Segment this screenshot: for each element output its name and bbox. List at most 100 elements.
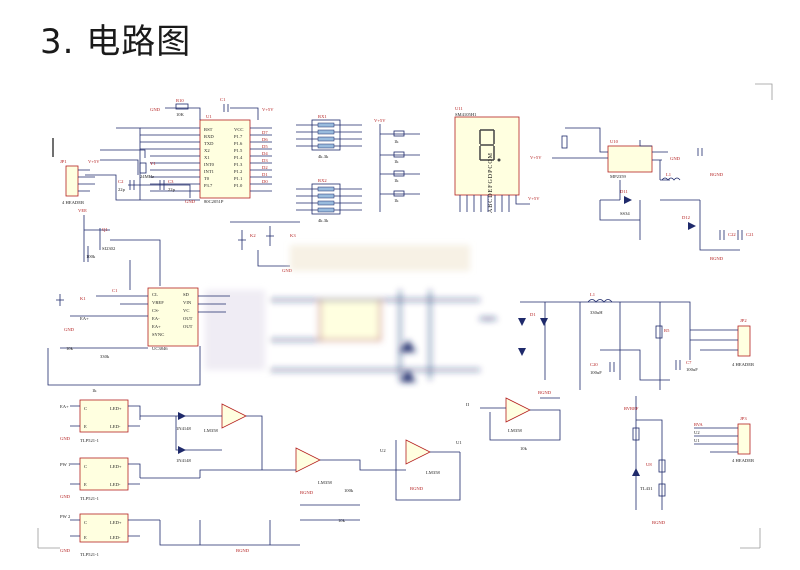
gnd-label-8: GND xyxy=(60,548,71,553)
resistor-network-rx1: RX1 4k.3k xyxy=(296,114,362,159)
rva-net-label: RVA xyxy=(694,422,703,427)
opto2-part: TLP521-1 xyxy=(80,496,100,501)
output-stage-region: L1 330uH D1 R5 C7 100uF C20 100uF JP2 4 … xyxy=(518,292,755,390)
bgnd-label-2: BGND xyxy=(710,172,724,177)
opto3-e: E xyxy=(84,535,87,540)
u2-net-label-right: U2 xyxy=(694,430,700,435)
resistor-network-rx2: RX2 4k.3k xyxy=(296,178,362,223)
c3-label: C3 xyxy=(168,179,174,184)
svg-text:P1.0: P1.0 xyxy=(234,183,243,188)
mcu-ref-label: U1 xyxy=(206,114,212,119)
r5-ref: R5 xyxy=(664,328,670,333)
r1k-label-1: 1k xyxy=(394,139,399,144)
lower-opamps: 1N4148 1N4148 LM358 LM358 LM358 U2 U1 10… xyxy=(140,403,462,553)
ii-net-label: II xyxy=(466,402,470,407)
svg-text:D5: D5 xyxy=(262,144,268,149)
svg-text:OUT: OUT xyxy=(183,316,193,321)
c2-label: C2 xyxy=(118,179,124,184)
optocoupler-3: C E LED+ LED- TLP521-1 PW 2 GND xyxy=(60,513,160,557)
vcc-label-5: V+5V xyxy=(530,155,542,160)
lm358-label-1: LM358 xyxy=(508,428,522,433)
svg-text:D3: D3 xyxy=(262,158,268,163)
tl431-reference: U8 TL431 RVREF BGND xyxy=(624,396,666,525)
pw1-net-label: PW 1 xyxy=(60,462,71,467)
d11-part: SS34 xyxy=(620,211,630,216)
jp3-region: JP3 4 HEADER RVA U2 U1 xyxy=(694,416,755,463)
lm358-label-4: LM358 xyxy=(426,470,440,475)
d12-ref: D12 xyxy=(682,215,691,220)
jp2-part: 4 HEADER xyxy=(732,362,755,367)
u1-net-label: U1 xyxy=(456,440,462,445)
rx2-label: RX2 xyxy=(318,178,327,183)
c22-ref: C22 xyxy=(728,232,736,237)
gnd-label-2: GND xyxy=(185,199,196,204)
lm358-label-2: LM358 xyxy=(204,428,218,433)
jp2-header xyxy=(737,325,751,357)
crystal-symbol xyxy=(139,162,147,174)
r10k-label-2: 10k xyxy=(520,446,528,451)
lm358-label-3: LM358 xyxy=(318,480,332,485)
c3-value: 22p xyxy=(168,187,176,192)
svg-text:CS-: CS- xyxy=(152,308,160,313)
l2-value: 330uH xyxy=(590,310,603,315)
gnd-label-6: GND xyxy=(60,436,71,441)
jp1-ref: JP1 xyxy=(60,159,67,164)
key-switches: K2 K3 GND xyxy=(230,221,300,273)
u2-net-label: U2 xyxy=(380,448,386,453)
ea-net-label-2: EA+ xyxy=(60,404,69,409)
c2-value: 22p xyxy=(118,187,126,192)
c7-ref: C7 xyxy=(686,360,692,365)
svg-text:D7: D7 xyxy=(262,130,268,135)
svg-text:INT1: INT1 xyxy=(204,169,215,174)
vcc-label-4: V+5V xyxy=(528,196,540,201)
jp3-header xyxy=(737,423,751,455)
gnd-label-5: GND xyxy=(64,327,75,332)
q1-part: SI2302 xyxy=(102,246,116,251)
r330k-label: 330k xyxy=(100,354,110,359)
rx2-value: 4k.3k xyxy=(318,218,329,223)
r1k-label-2: 1k xyxy=(394,159,399,164)
svg-text:P3.7: P3.7 xyxy=(204,183,213,188)
in4148-label-1: 1N4148 xyxy=(176,426,192,431)
d1-ref: D1 xyxy=(530,312,536,317)
gnd-label-7: GND xyxy=(60,494,71,499)
svg-text:CL: CL xyxy=(152,292,158,297)
c20-value: 100uF xyxy=(590,370,602,375)
svg-text:D4: D4 xyxy=(262,151,268,156)
bgnd-label-1: BGND xyxy=(710,256,724,261)
svg-text:P1.7: P1.7 xyxy=(234,134,243,139)
seg-part: SM4105H1 xyxy=(455,112,477,117)
gnd-label-4: GND xyxy=(282,268,293,273)
rx1-value: 4k.3k xyxy=(318,154,329,159)
ea-net-label-1: EA+ xyxy=(80,316,89,321)
uc3846-chip xyxy=(147,287,199,347)
svg-text:VIN: VIN xyxy=(183,300,192,305)
svg-text:P1.4: P1.4 xyxy=(234,155,243,160)
gnd-label-1: GND xyxy=(150,107,161,112)
r100k-label-1: 100k xyxy=(86,254,96,259)
opto1-e: E xyxy=(84,424,87,429)
pw2-net-label: PW 2 xyxy=(60,514,71,519)
key-resistors: V+5V 1k 1k 1k 1k xyxy=(374,118,420,212)
d12-diode xyxy=(688,222,696,230)
vcc-label-3: V+5V xyxy=(374,118,386,123)
gnd-label-3: GND xyxy=(670,156,681,161)
u10-ref: U10 xyxy=(610,139,619,144)
opto3-led-p: LED+ xyxy=(110,520,122,525)
svg-text:EA+: EA+ xyxy=(152,324,161,329)
k1-label: K1 xyxy=(80,296,86,301)
svg-text:VC: VC xyxy=(183,308,189,313)
seven-segment-display: U11 SM4105H1 ABCDEFGDPCOM V+5V xyxy=(454,106,540,213)
uc3846-part: UC3846 xyxy=(152,346,168,351)
svg-text:X1: X1 xyxy=(204,155,210,160)
opto2-e: E xyxy=(84,482,87,487)
u8-part: TL431 xyxy=(640,486,653,491)
r10-label: R10 xyxy=(176,98,184,103)
r10-value: 10K xyxy=(176,112,185,117)
svg-text:SYNC: SYNC xyxy=(152,332,164,337)
opto2-led-n: LED- xyxy=(110,482,121,487)
r100k-label-2: 100k xyxy=(344,488,354,493)
